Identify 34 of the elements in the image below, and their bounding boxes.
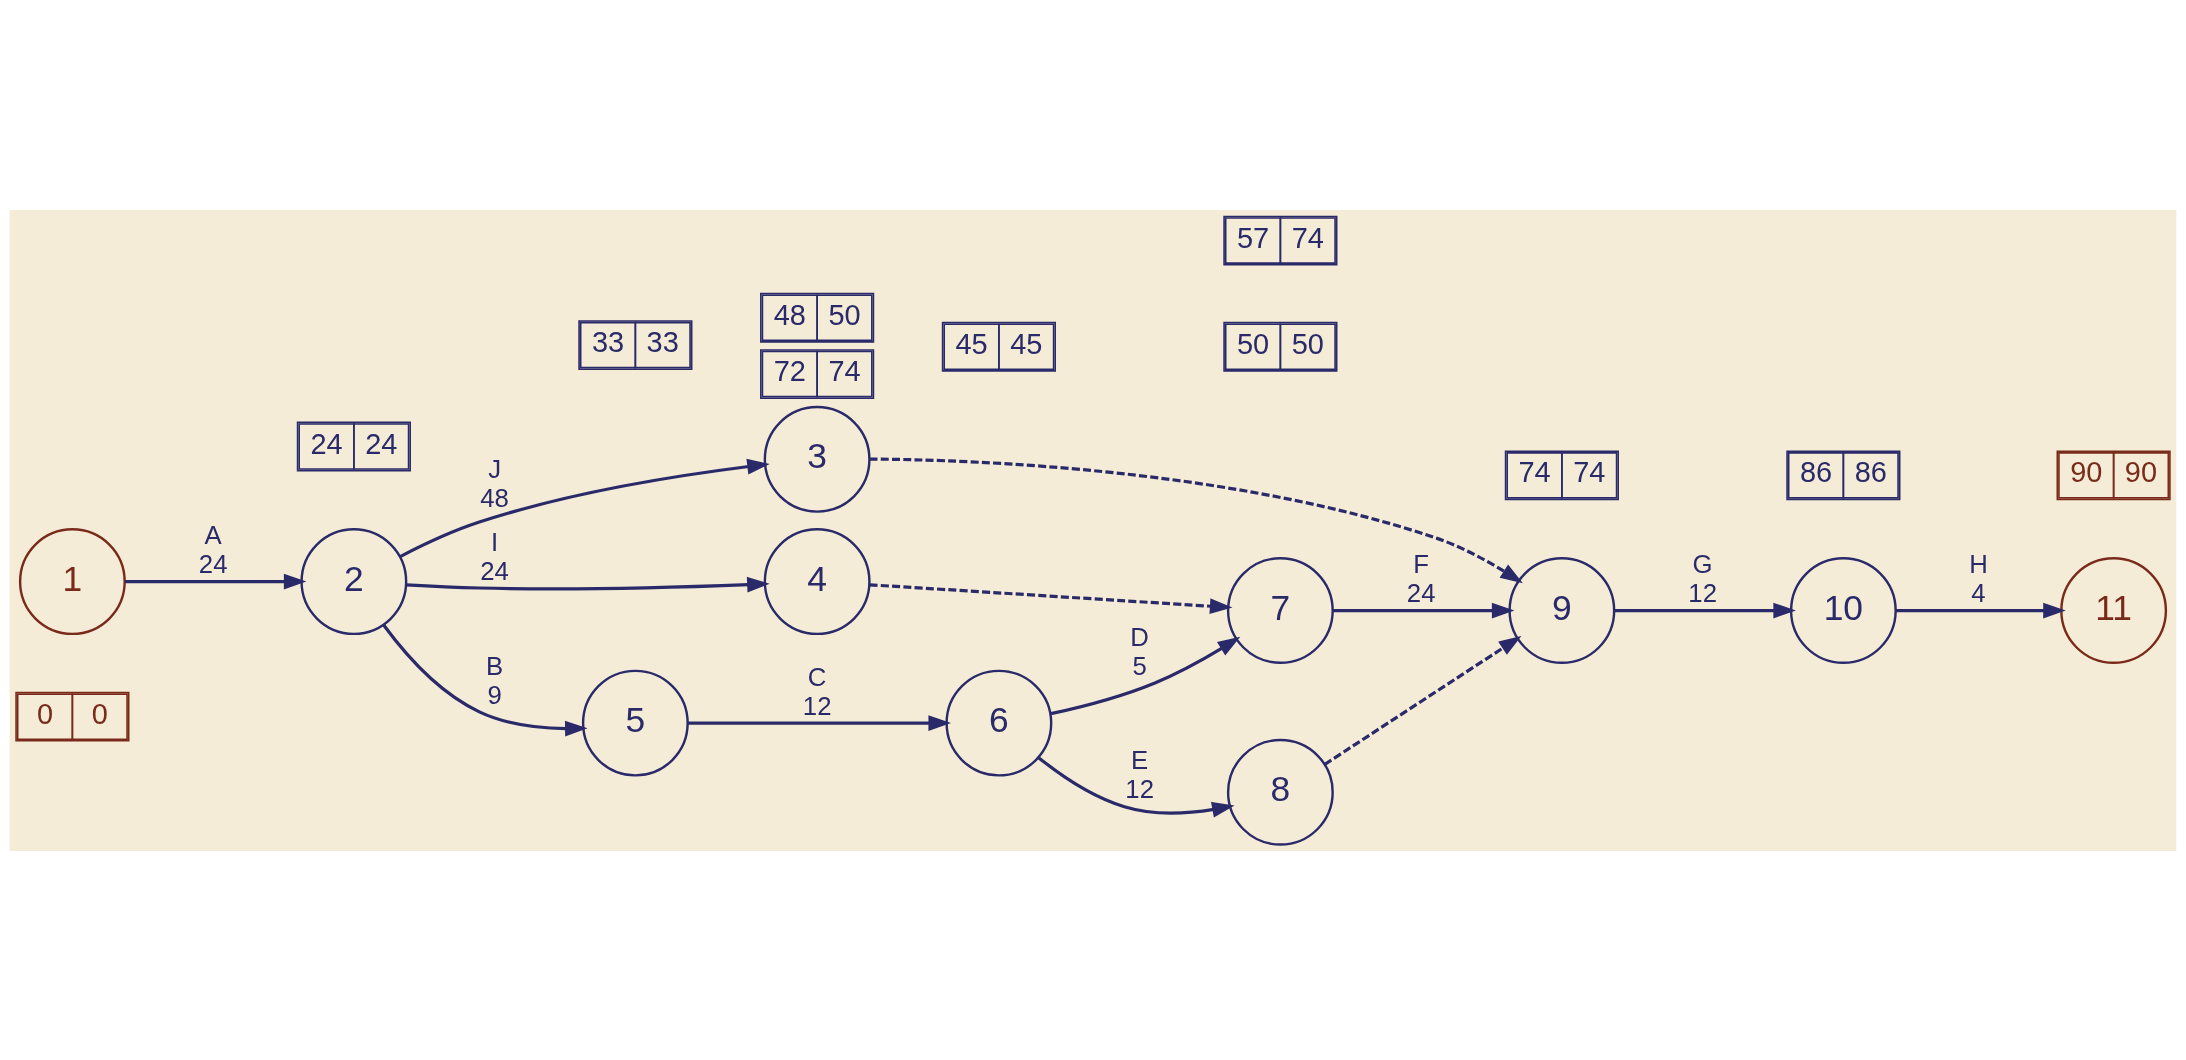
- arrow: [382, 623, 588, 737]
- node-circle: 1: [18, 527, 126, 635]
- arrow: [1324, 635, 1522, 766]
- edge-label: E 12: [1125, 745, 1154, 803]
- arrow: [1333, 602, 1515, 618]
- arrow: [125, 573, 307, 589]
- node-circle: 4: [763, 527, 871, 635]
- arrow: [1895, 602, 2066, 618]
- edge-label: A 24: [198, 520, 228, 578]
- edge-label: C 12: [802, 662, 832, 720]
- node-circle: 6: [945, 669, 1053, 777]
- node-circle: 11: [2060, 556, 2168, 664]
- edge-label: I 24: [480, 527, 509, 585]
- arrow: [406, 576, 770, 593]
- node-circle: 7: [1226, 556, 1334, 664]
- edge-label: H 4: [1969, 549, 1988, 607]
- node-circle: 10: [1789, 556, 1897, 664]
- node-circle: 2: [300, 527, 408, 635]
- edge-label: G 12: [1688, 549, 1717, 607]
- edge-label: F 24: [1406, 549, 1436, 607]
- arrow: [1037, 755, 1235, 817]
- edge-label: B 9: [486, 651, 504, 708]
- arrow: [1050, 636, 1241, 715]
- arrow: [1614, 602, 1796, 618]
- node-circle: 9: [1508, 556, 1616, 664]
- edge-label: D 5: [1130, 622, 1149, 680]
- arrow: [399, 458, 770, 558]
- arrow: [869, 582, 1233, 614]
- arrow: [869, 456, 1523, 583]
- node-circle: 3: [763, 405, 871, 513]
- arrow: [687, 714, 951, 731]
- node-circle: 5: [581, 669, 689, 777]
- edge-label: J 48: [480, 454, 509, 512]
- node-circle: 8: [1226, 738, 1334, 846]
